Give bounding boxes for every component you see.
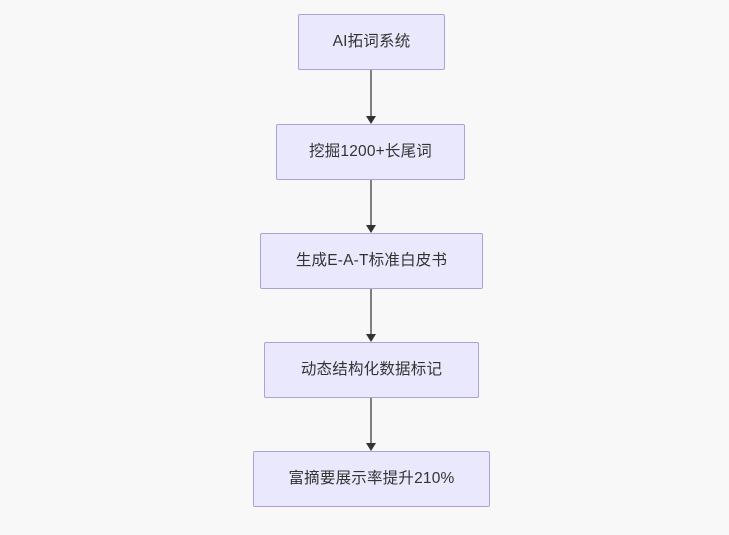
flow-node-rich-snippet-result[interactable]: 富摘要展示率提升210% xyxy=(253,451,490,507)
flow-node-label: 挖掘1200+长尾词 xyxy=(308,142,433,160)
connector-line xyxy=(370,398,372,443)
flow-node-eat-whitepaper[interactable]: 生成E-A-T标准白皮书 xyxy=(260,233,483,289)
flow-node-ai-keyword-system[interactable]: AI拓词系统 xyxy=(298,14,445,70)
connector-line xyxy=(370,70,372,116)
flow-node-label: 生成E-A-T标准白皮书 xyxy=(295,251,448,269)
connector-line xyxy=(370,289,372,334)
flow-node-label: 动态结构化数据标记 xyxy=(300,360,443,378)
arrowhead-icon xyxy=(366,116,376,124)
flow-node-structured-data-markup[interactable]: 动态结构化数据标记 xyxy=(264,342,479,398)
arrowhead-icon xyxy=(366,334,376,342)
connector-line xyxy=(370,180,372,225)
flow-node-label: AI拓词系统 xyxy=(332,32,411,50)
flow-node-label: 富摘要展示率提升210% xyxy=(288,469,455,487)
flow-node-longtail-keywords[interactable]: 挖掘1200+长尾词 xyxy=(276,124,465,180)
arrowhead-icon xyxy=(366,443,376,451)
arrowhead-icon xyxy=(366,225,376,233)
